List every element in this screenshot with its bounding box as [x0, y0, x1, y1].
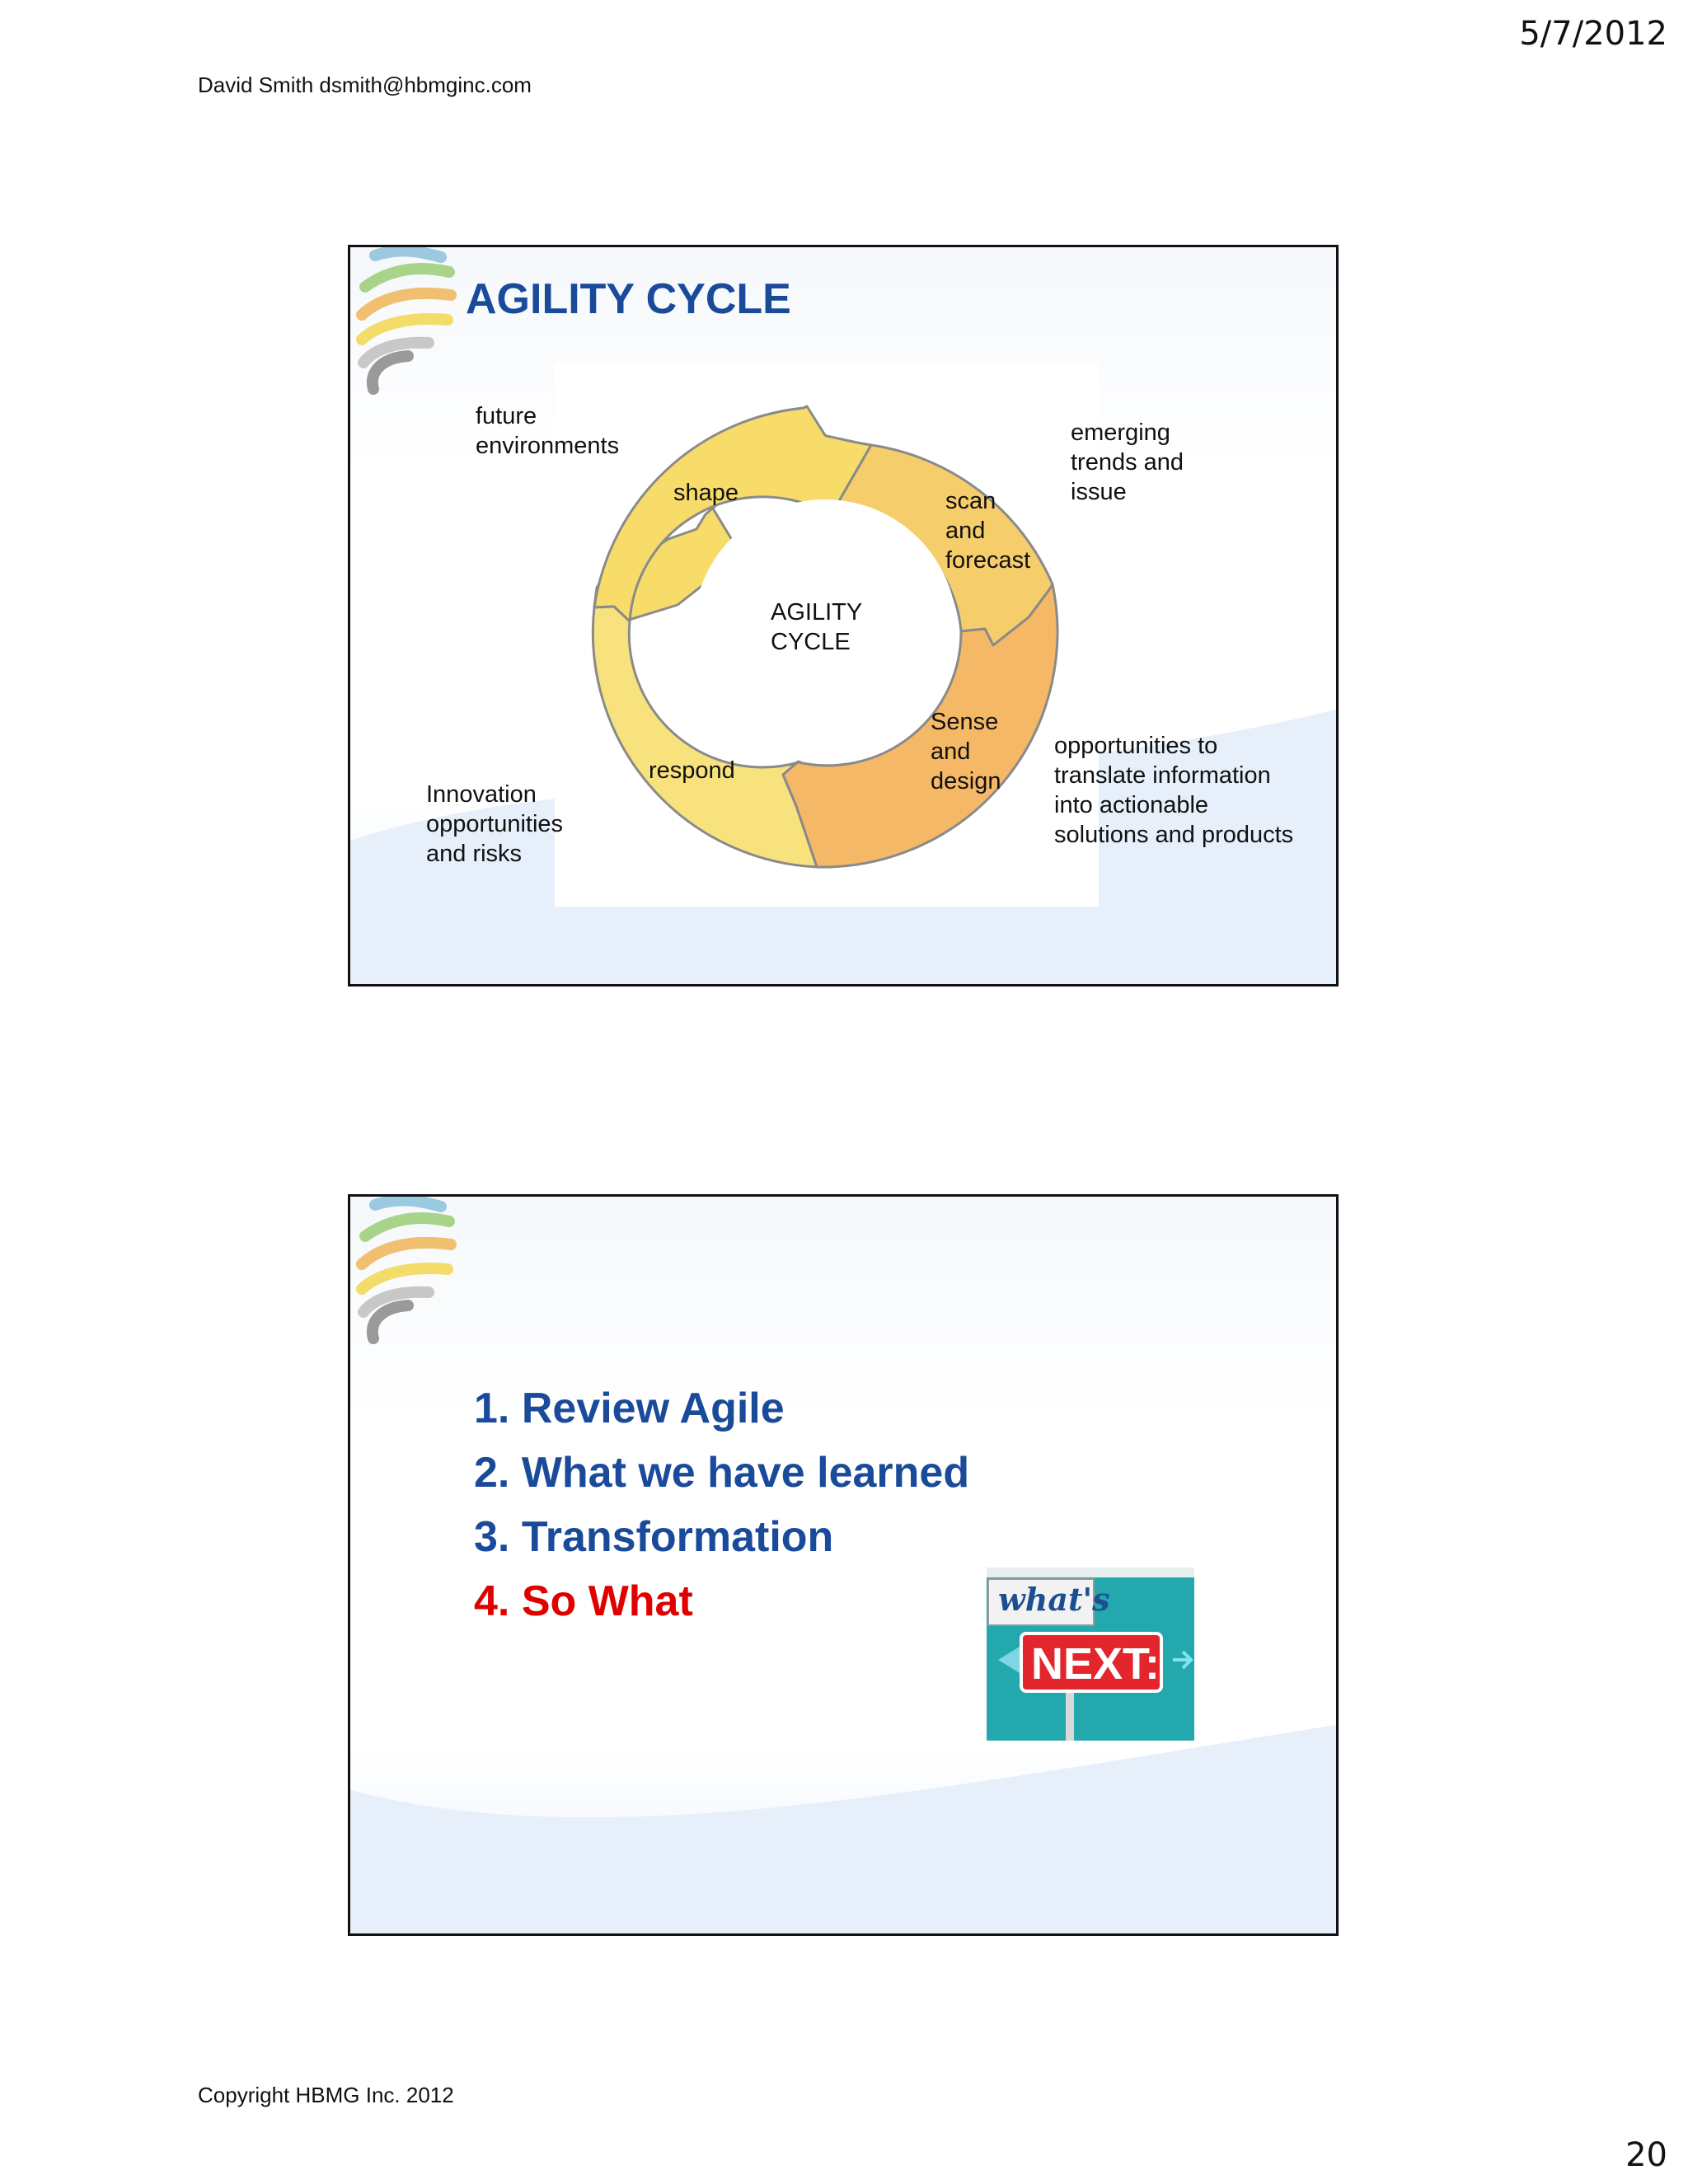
- label-opportunities: opportunities to translate information i…: [1054, 733, 1294, 848]
- segment-sense-arc: [781, 583, 1059, 869]
- page-date: 5/7/2012: [1519, 15, 1667, 53]
- cycle-ring: [591, 405, 1059, 869]
- logo-icon: [356, 1197, 457, 1344]
- segment-label-sense: Sense and design: [931, 709, 1001, 794]
- page-header: David Smith dsmith@hbmginc.com: [198, 73, 532, 97]
- agenda-item: 3. Transformation: [474, 1513, 834, 1561]
- sign-top-text: what's: [998, 1581, 1110, 1618]
- segment-respond-arc: [591, 605, 818, 869]
- center-label: AGILITY CYCLE: [771, 599, 863, 655]
- agenda-item-highlighted: 4. So What: [474, 1577, 693, 1625]
- logo-icon: [356, 247, 457, 395]
- whats-next-image: what's NEXT:: [987, 1568, 1194, 1741]
- label-future-environments: future environments: [476, 403, 620, 459]
- label-emerging-trends: emerging trends and issue: [1071, 419, 1184, 505]
- label-innovation: Innovation opportunities and risks: [426, 781, 564, 867]
- page-footer: Copyright HBMG Inc. 2012: [198, 2083, 454, 2107]
- sign-main-text: NEXT:: [1031, 1639, 1160, 1689]
- slide-background: [350, 1197, 1336, 1933]
- slide-title: AGILITY CYCLE: [466, 275, 791, 323]
- slide-agenda: 1. Review Agile 2. What we have learned …: [348, 1194, 1339, 1936]
- segment-label-shape: shape: [673, 480, 739, 506]
- agenda-item: 1. Review Agile: [474, 1385, 785, 1432]
- segment-label-respond: respond: [649, 757, 735, 784]
- page-number: 20: [1625, 2136, 1667, 2174]
- cycle-center: [693, 499, 957, 763]
- segment-label-scan: scan and forecast: [945, 488, 1031, 574]
- agenda-list: 1. Review Agile 2. What we have learned …: [474, 1376, 969, 1633]
- agenda-item: 2. What we have learned: [474, 1449, 970, 1497]
- slide-agility-cycle: AGILITY CYCLE AGILITY CYCLE shape scan a…: [348, 245, 1339, 987]
